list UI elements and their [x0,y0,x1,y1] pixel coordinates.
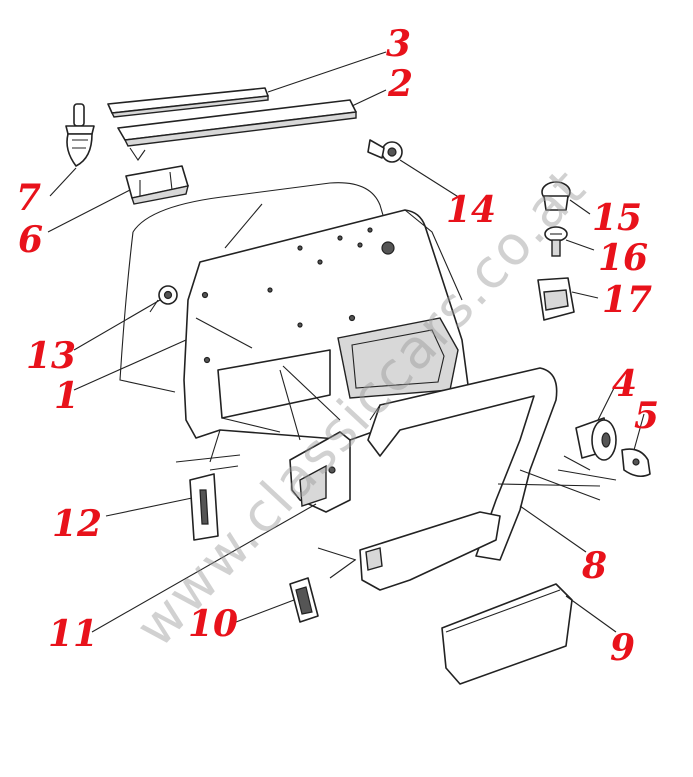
callout-13: 13 [26,335,76,377]
part-8-armrest [359,367,558,591]
part-5-escutcheon [621,448,651,478]
part-3-trim-strip [107,87,269,118]
part-13-fastener [149,285,178,313]
part-11-mounting-bracket [289,431,351,513]
callout-4: 4 [612,363,637,405]
callout-15: 15 [592,197,642,239]
part-12-plate [189,465,239,541]
part-16-screw [544,226,568,257]
part-10-bezel [289,577,319,623]
callout-1: 1 [54,375,79,417]
part-1-door-trim-panel [183,209,471,441]
callout-6: 6 [18,219,43,261]
callout-9: 9 [610,627,635,669]
part-9-pocket-cover [441,583,573,685]
part-4-knob [575,417,617,461]
callout-5: 5 [634,395,659,437]
callout-labels: 3 2 7 6 14 15 16 17 13 1 4 5 12 8 10 11 … [16,23,659,669]
callout-17: 17 [602,279,652,321]
part-14-panel-clip [367,139,403,163]
part-17-clip-nut [537,277,575,321]
callout-3: 3 [386,23,411,65]
door-frame-line [224,203,263,249]
callout-14: 14 [446,189,496,231]
callout-16: 16 [598,237,648,279]
callout-8: 8 [581,545,607,587]
part-6-bracket [125,165,189,205]
part-7-push-clip [65,103,95,167]
part-2-window-seal [117,99,357,161]
callout-12: 12 [52,503,102,545]
callout-7: 7 [16,177,41,219]
alignment-lines [175,317,617,579]
callout-10: 10 [188,603,238,645]
callout-2: 2 [387,63,413,105]
leader-lines [47,51,645,633]
door-frame-outline [119,182,386,393]
part-15-cap [541,181,571,211]
callout-11: 11 [48,613,98,655]
